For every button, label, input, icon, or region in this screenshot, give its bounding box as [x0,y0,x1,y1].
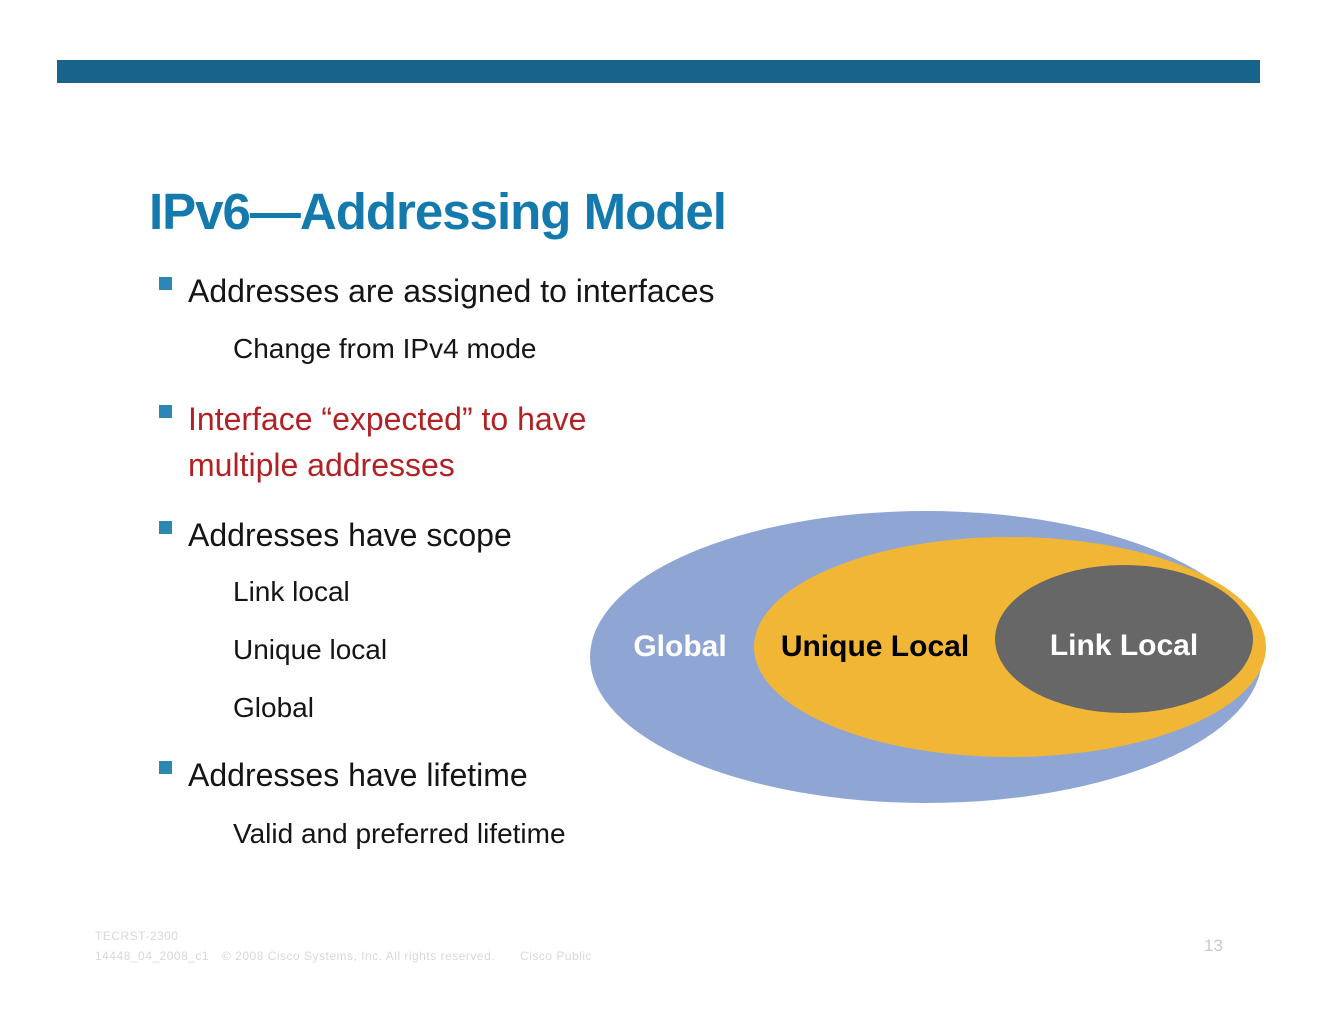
bullet-square-icon [159,521,172,534]
bullet-line: Interface “expected” to have [188,401,587,437]
bullet-text: Addresses have lifetime [188,757,528,793]
footer-classification: Cisco Public [520,949,593,963]
footer-session-id: TECRST-2300 [95,929,179,943]
header-accent-bar [57,60,1260,83]
sub-bullet-unique-local: Unique local [233,634,388,665]
footer-doc-id: 14448_04_2008_c1 [95,949,210,963]
bullet-text-emphasis: Interface “expected” to have multiple ad… [188,396,586,488]
address-scope-diagram: Global Unique Local Link Local [590,511,1266,803]
bullet-item-lifetime: Addresses have lifetime [159,752,528,798]
page-number: 13 [1204,936,1223,955]
bullet-square-icon [159,277,172,290]
unique-local-scope-label: Unique Local [780,630,970,663]
bullet-item-expected: Interface “expected” to have multiple ad… [159,396,586,488]
sub-bullet-global: Global [233,692,314,723]
slide-title: IPv6—Addressing Model [149,183,727,241]
footer-line: 14448_04_2008_c1 © 2008 Cisco Systems, I… [95,949,592,963]
sub-bullet-change-ipv4: Change from IPv4 mode [233,333,537,364]
bullet-square-icon [159,761,172,774]
global-scope-label: Global [633,630,727,663]
bullet-item-scope: Addresses have scope [159,512,512,558]
bullet-line: multiple addresses [188,447,455,483]
link-local-scope-label: Link Local [1049,629,1199,662]
footer-copyright: © 2008 Cisco Systems, Inc. All rights re… [222,949,496,963]
bullet-square-icon [159,405,172,418]
bullet-item-assigned: Addresses are assigned to interfaces [159,268,715,314]
bullet-text: Addresses are assigned to interfaces [188,273,715,309]
link-local-scope-ellipse [995,565,1253,713]
sub-bullet-link-local: Link local [233,576,350,607]
bullet-text: Addresses have scope [188,517,512,553]
sub-bullet-valid-preferred: Valid and preferred lifetime [233,818,566,849]
